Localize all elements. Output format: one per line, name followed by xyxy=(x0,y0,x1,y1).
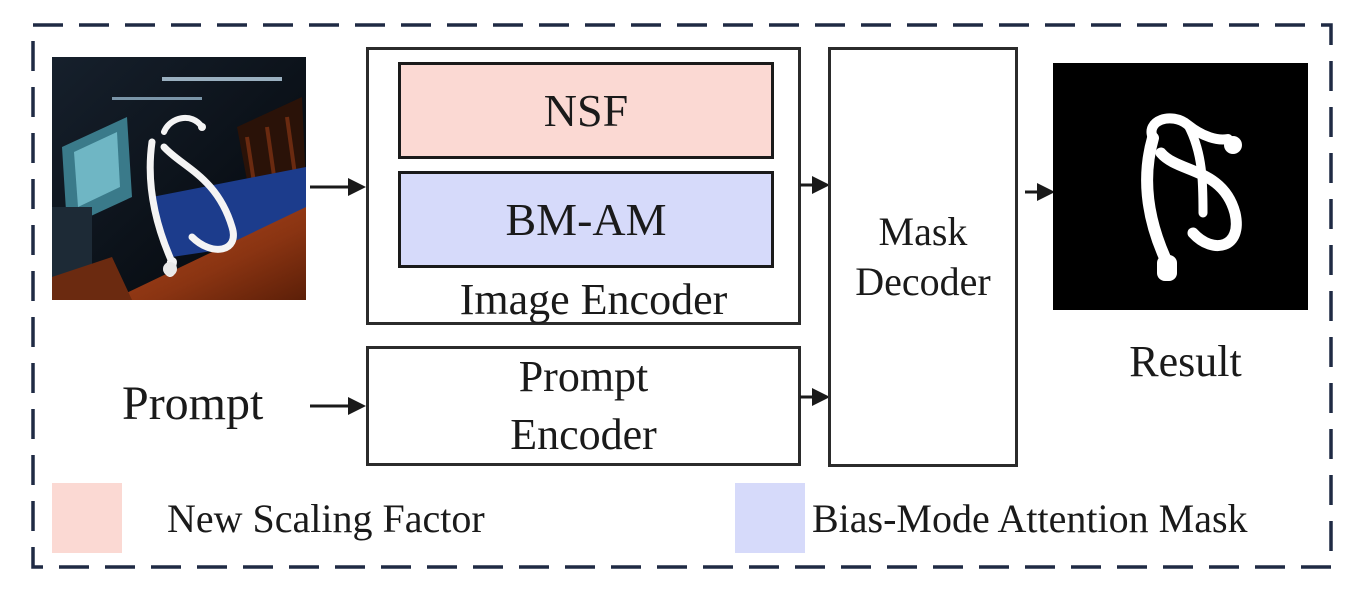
prompt-encoder-box xyxy=(366,346,801,466)
input-image xyxy=(52,57,306,300)
arrow-decoder-to-result xyxy=(1025,183,1055,201)
stethoscope-photo-icon xyxy=(52,57,306,300)
nsf-label: NSF xyxy=(543,85,629,136)
prompt-label: Prompt xyxy=(122,377,264,430)
bmam-label: BM-AM xyxy=(505,194,667,245)
arrow-prompt-encoder-to-decoder xyxy=(800,388,830,406)
nsf-module: NSF xyxy=(398,62,774,159)
prompt-encoder-line1: Prompt xyxy=(518,352,649,401)
mask-decoder-line1: Mask xyxy=(878,209,968,254)
mask-decoder-box xyxy=(828,47,1018,467)
image-encoder-label: Image Encoder xyxy=(459,275,728,324)
legend-label-bmam: Bias-Mode Attention Mask xyxy=(812,496,1248,541)
arrow-image-encoder-to-decoder xyxy=(800,176,830,194)
bmam-module: BM-AM xyxy=(398,171,774,268)
result-label: Result xyxy=(1129,337,1242,386)
stethoscope-mask-icon xyxy=(1053,63,1308,310)
legend-label-nsf: New Scaling Factor xyxy=(167,496,485,541)
arrow-prompt-to-encoder xyxy=(310,397,366,415)
arrow-image-to-encoder xyxy=(310,178,366,196)
legend-swatch-nsf xyxy=(52,483,122,553)
result-image xyxy=(1053,63,1308,310)
mask-decoder-line2: Decoder xyxy=(855,259,991,304)
prompt-encoder-line2: Encoder xyxy=(510,410,657,459)
legend-swatch-bmam xyxy=(735,483,805,553)
